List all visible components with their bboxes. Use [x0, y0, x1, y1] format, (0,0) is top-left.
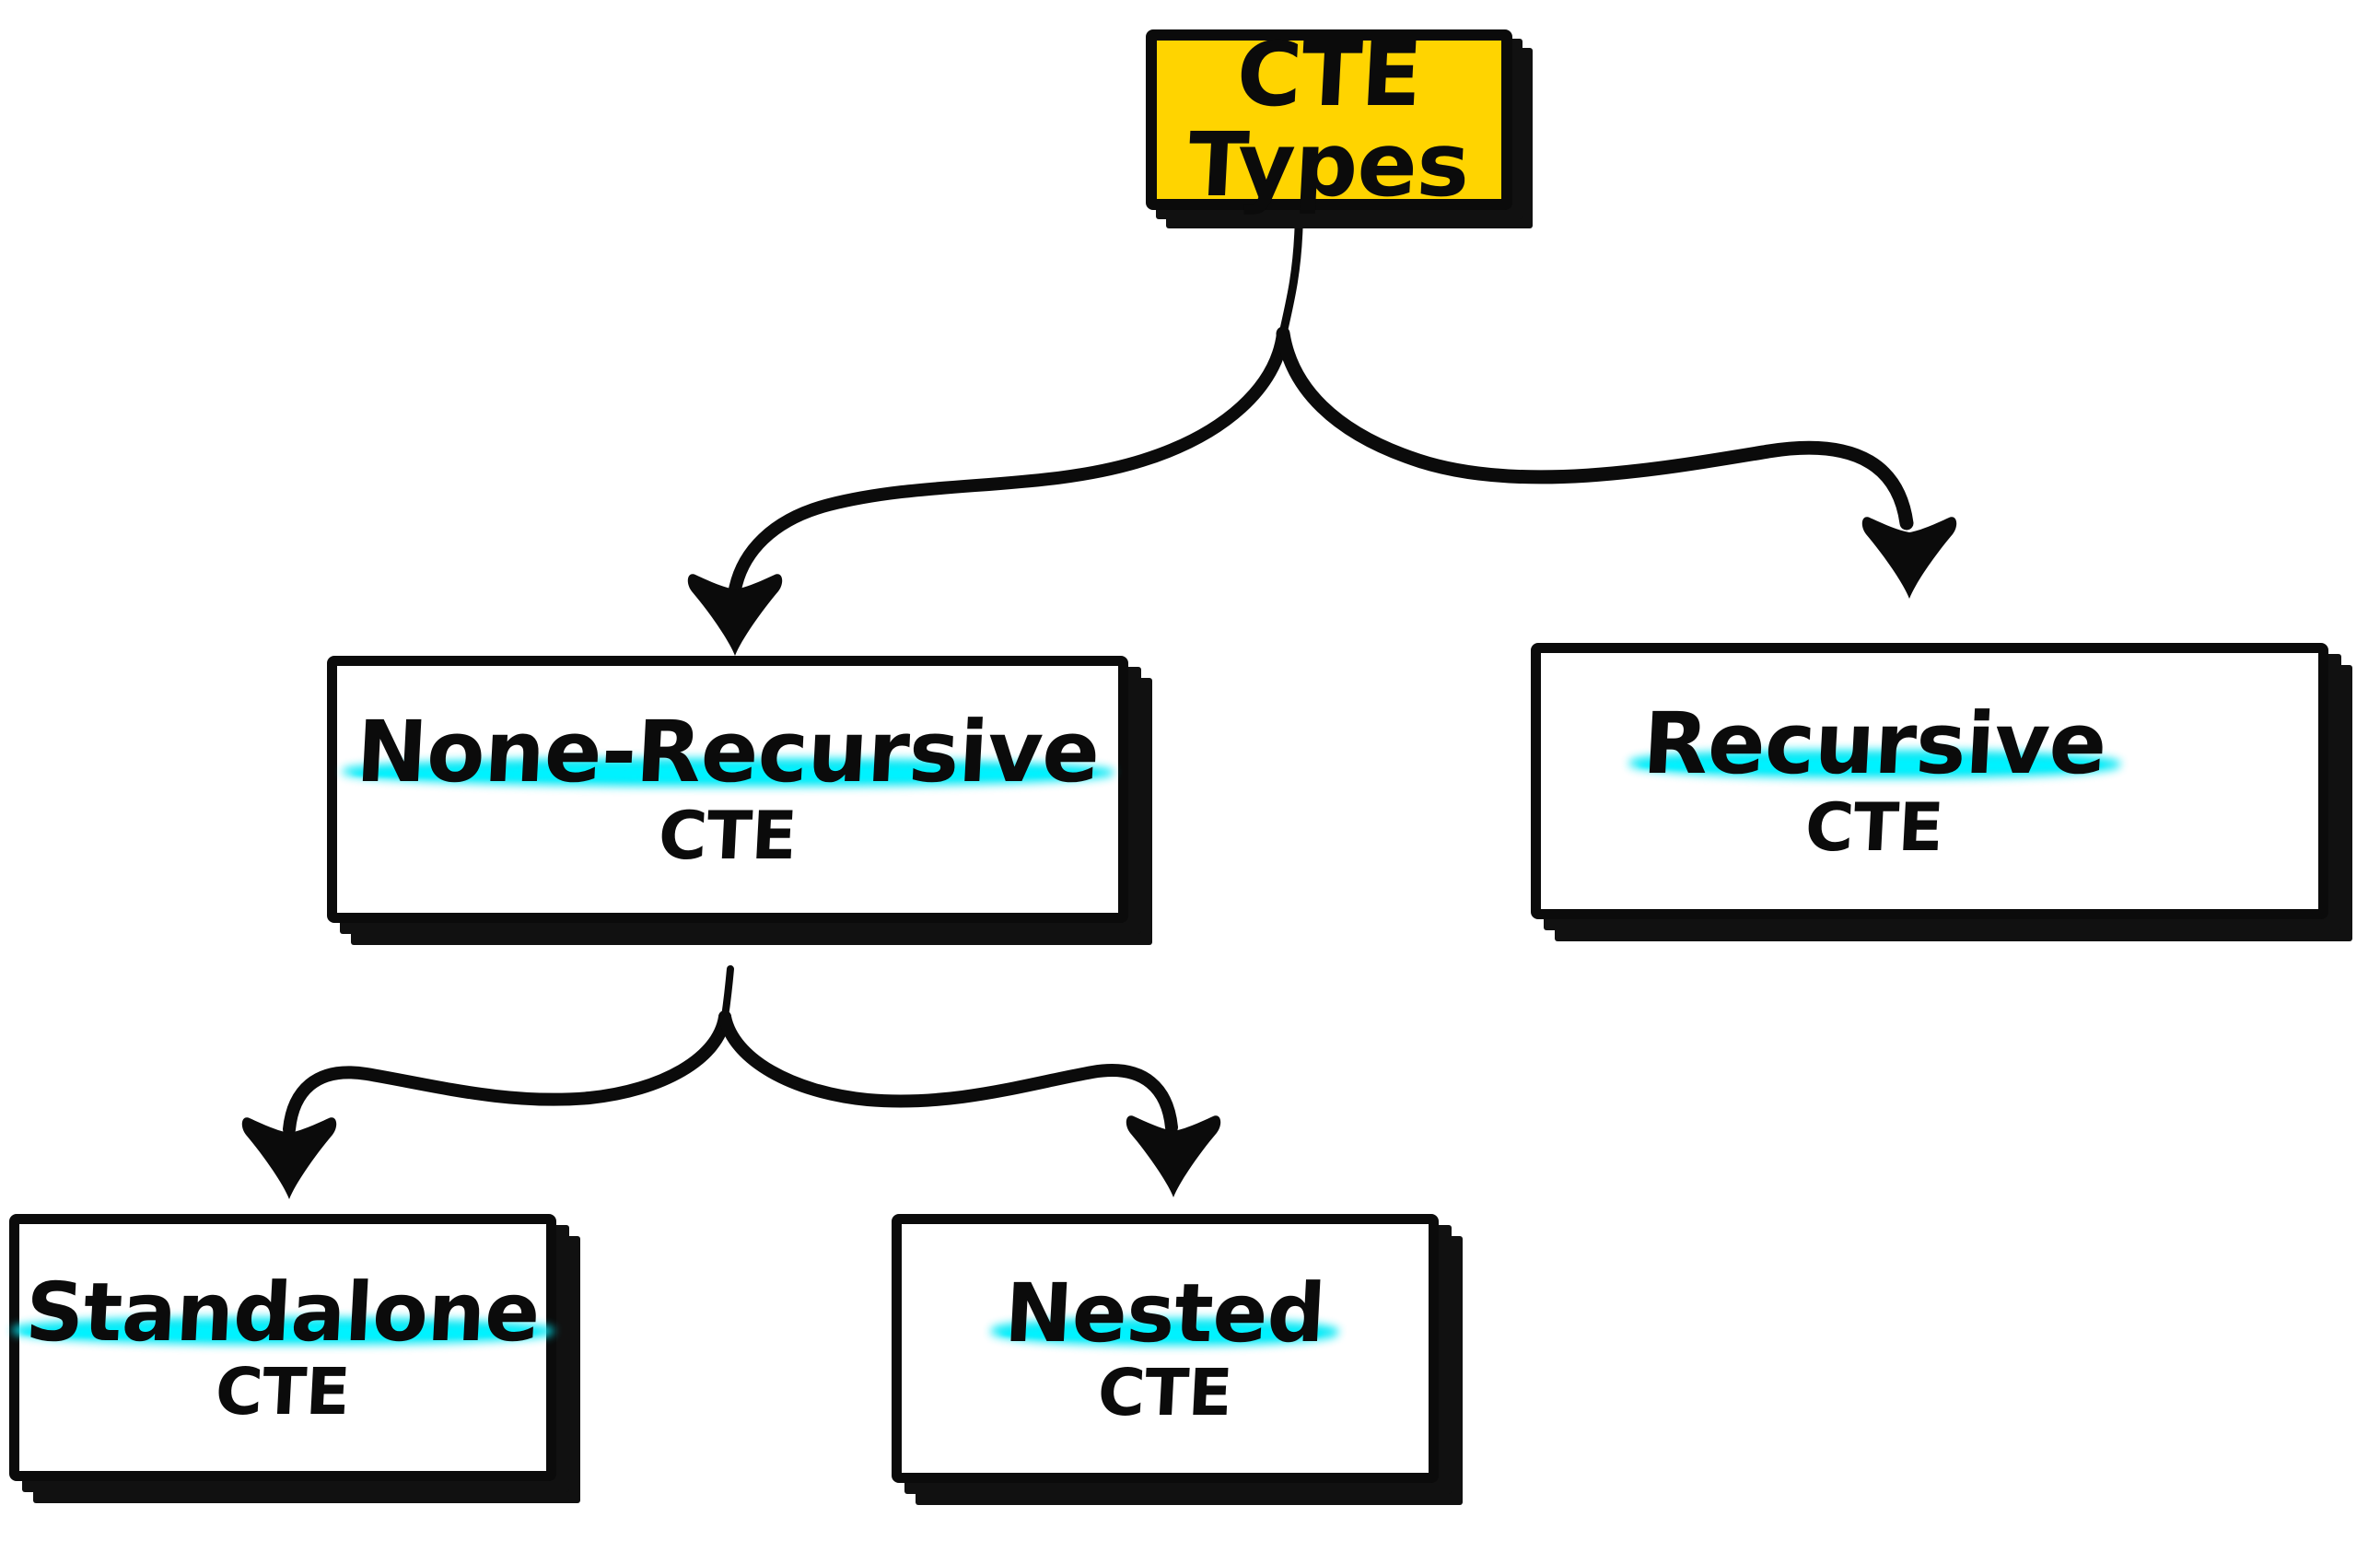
- root-title-line2: Types: [1185, 113, 1473, 216]
- recursive-title: Recursive: [1631, 694, 2118, 793]
- node-none-recursive-cte[interactable]: None-Recursive CTE: [327, 656, 1152, 945]
- node-standalone-cte[interactable]: Standalone CTE: [9, 1214, 580, 1503]
- edge-root-to-level2: [687, 224, 1957, 656]
- arrowhead-to-nested: [1126, 1115, 1221, 1197]
- nested-subtitle: CTE: [1096, 1354, 1234, 1430]
- node-nested-cte[interactable]: Nested CTE: [892, 1214, 1463, 1505]
- none-recursive-title: None-Recursive: [344, 703, 1110, 801]
- arrowhead-to-none-recursive: [687, 574, 783, 656]
- node-recursive-cte[interactable]: Recursive CTE: [1531, 643, 2352, 941]
- none-recursive-subtitle: CTE: [656, 796, 799, 874]
- node-root-cte-types[interactable]: CTE Types: [1146, 23, 1533, 228]
- standalone-subtitle: CTE: [214, 1353, 352, 1429]
- node-card: [1146, 29, 1512, 210]
- standalone-title: Standalone: [15, 1265, 551, 1359]
- edge-level2-to-level3: [241, 965, 1221, 1199]
- root-title-line1: CTE: [1234, 23, 1424, 126]
- recursive-subtitle: CTE: [1802, 788, 1946, 866]
- arrowhead-to-standalone: [241, 1117, 337, 1199]
- nested-title: Nested: [994, 1266, 1336, 1360]
- arrowhead-to-recursive: [1861, 517, 1957, 599]
